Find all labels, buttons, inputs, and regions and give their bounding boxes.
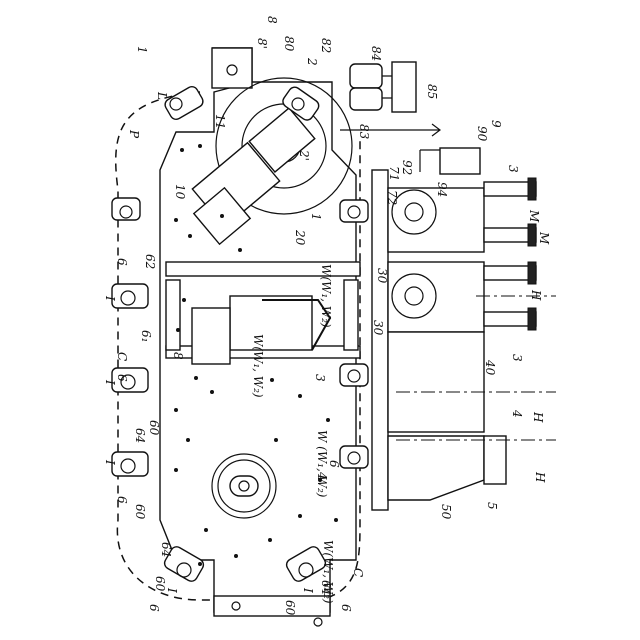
ref-label-r6s: 6: [327, 460, 341, 468]
control-box-90: [440, 148, 480, 174]
ref-label-rIb: I: [103, 379, 117, 385]
ref-label-rH1: H: [529, 289, 543, 301]
ref-label-r85: 85: [425, 84, 439, 99]
ref-label-r62: 62: [143, 254, 157, 269]
ref-label-r61: 6₁: [139, 330, 153, 342]
press-upper-housing: [388, 188, 484, 252]
ref-label-r64b: 64: [159, 542, 173, 557]
ref-label-r8b: 8: [171, 352, 185, 360]
frame-bottom-tab: [214, 596, 330, 616]
ref-label-r4a: 4: [510, 409, 524, 418]
gripper-right-2: [340, 364, 368, 386]
ref-label-r10: 10: [173, 184, 187, 200]
motor-cap-4: [528, 308, 536, 330]
ref-label-r6e: 6: [339, 604, 353, 612]
ref-label-r64c: 64: [319, 580, 333, 595]
gripper-right-1: [340, 200, 368, 222]
ref-label-r71: 71: [387, 166, 401, 181]
ref-label-r94: 94: [435, 182, 449, 197]
vertical-plate-left: [166, 280, 180, 350]
ref-label-r2p: 2': [297, 149, 311, 161]
ref-label-rW2: W(W₁, W₂): [251, 334, 265, 398]
ref-label-rP: P: [127, 129, 141, 139]
ref-label-rIc: I: [103, 459, 117, 465]
turntable-slot: [230, 476, 258, 496]
ref-label-r60b: 60: [133, 504, 147, 520]
ref-label-r3b: 3: [510, 354, 524, 362]
ref-label-r84: 84: [369, 46, 383, 61]
ref-label-rC: C: [115, 352, 129, 361]
control-box-84b: [350, 88, 382, 110]
ref-label-r3a: 3: [506, 165, 520, 173]
ref-label-r60c: 60: [153, 576, 167, 592]
ref-label-r90: 90: [475, 126, 489, 142]
ref-label-rW1: W(W₁, W₂): [319, 264, 333, 328]
ref-label-r72: 72: [385, 190, 399, 205]
ref-label-r1b: 1: [309, 213, 323, 221]
ref-label-rIe: I: [301, 587, 315, 593]
ref-label-rMb: M: [537, 231, 551, 245]
ref-label-r6a: 6: [115, 258, 129, 266]
press-bottom-funnel: [388, 436, 484, 500]
ref-label-r9: 9: [489, 120, 503, 128]
ref-label-r20: 20: [293, 229, 307, 246]
ref-label-r1: 1: [135, 46, 149, 54]
gripper-top-left: [163, 84, 205, 121]
ref-label-rH3: H: [533, 471, 547, 483]
control-box-84a: [350, 64, 382, 88]
ref-label-rL: L: [155, 91, 169, 100]
vertical-plate-right: [344, 280, 358, 350]
ref-label-r8p: 8': [255, 38, 269, 49]
ref-label-r92: 92: [400, 160, 414, 175]
press-base-plate: [372, 170, 388, 510]
ref-label-r30b: 30: [371, 320, 385, 336]
ref-label-rIa: I: [103, 295, 117, 301]
ref-label-r6c: 6: [115, 496, 129, 504]
center-slot-bracket: [230, 296, 312, 350]
ref-label-r3c: 3: [313, 374, 327, 382]
ref-label-r83: 83: [357, 124, 371, 140]
center-slot-inner: [192, 308, 230, 364]
ref-label-r82: 82: [319, 38, 333, 53]
ref-label-r6d: 6: [147, 604, 161, 612]
ref-label-r5: 5: [485, 502, 499, 510]
ref-label-r40: 40: [483, 359, 497, 376]
ref-label-r4b: 4: [315, 471, 329, 480]
press-outlet: [484, 436, 506, 484]
motor-cap-1: [528, 178, 536, 200]
ref-label-rCb: C: [351, 568, 365, 577]
press-column: [388, 332, 484, 432]
ref-label-rMa: M: [527, 209, 541, 223]
frame-bottom-hole-2: [314, 618, 322, 626]
ref-label-r2: 2: [305, 57, 319, 66]
gripper-right-3: [340, 446, 368, 468]
ref-label-rH2: H: [531, 411, 545, 423]
motor-cap-3: [528, 262, 536, 284]
ref-label-r30a: 30: [375, 268, 389, 284]
ref-label-r50: 50: [439, 504, 453, 520]
ref-label-r11: 11: [213, 114, 227, 129]
signal-arrow: [340, 124, 440, 136]
control-box-85: [392, 62, 416, 112]
ref-label-r60d: 60: [283, 600, 297, 616]
motor-row: [484, 178, 536, 330]
ref-label-r64a: 64: [133, 428, 147, 443]
ref-label-rW3: W (W₁, W₂): [315, 430, 329, 498]
frame-top-tab: [212, 48, 252, 88]
ref-label-r8: 8: [265, 16, 279, 24]
ref-label-r60a: 60: [147, 420, 161, 436]
motor-cap-2: [528, 224, 536, 246]
ref-label-r80: 80: [282, 36, 296, 52]
gripper-left-1: [112, 198, 140, 220]
